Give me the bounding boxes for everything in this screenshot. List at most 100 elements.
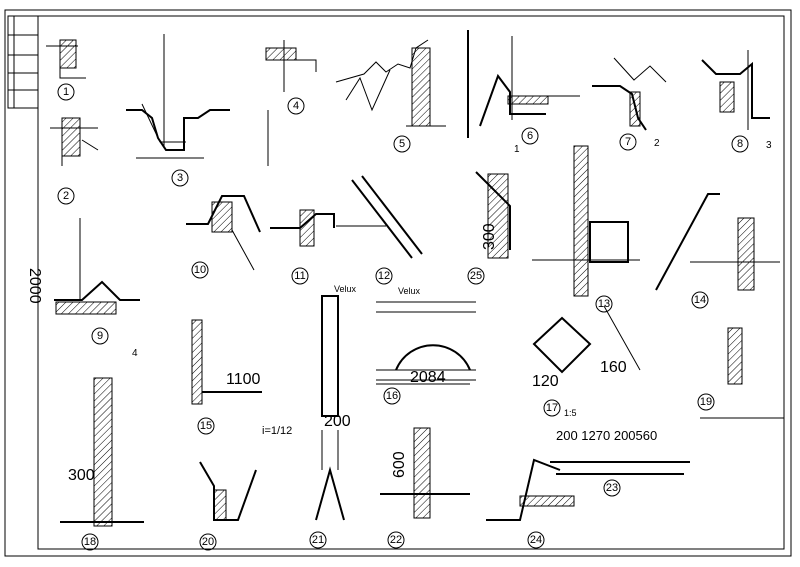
detail-24-marker: 24 — [527, 531, 545, 549]
dimension-600: 600 — [391, 451, 408, 478]
detail-5-marker: 5 — [393, 135, 411, 153]
detail-4-number: 4 — [293, 100, 299, 112]
detail-20-number: 20 — [202, 536, 214, 548]
detail-8-number: 8 — [737, 138, 743, 150]
detail-6-number: 6 — [527, 130, 533, 142]
detail-3-marker: 3 — [171, 169, 189, 187]
annotations: Velux Velux i=1/12 1:5 2084 2000 300 300… — [26, 138, 772, 484]
note-4: 4 — [132, 348, 138, 359]
detail-11-number: 11 — [294, 270, 305, 282]
detail-4-marker: 4 — [287, 97, 305, 115]
detail-10-marker: 10 — [191, 261, 209, 279]
dimension-300-b: 300 — [481, 223, 498, 250]
detail-4-drawing — [265, 40, 317, 166]
detail-22-number: 22 — [390, 534, 402, 546]
inner-frame — [37, 15, 785, 550]
detail-15-marker: 15 — [197, 417, 215, 435]
detail-6-drawing — [467, 30, 580, 138]
detail-13-drawing — [532, 145, 640, 297]
detail-12-number: 12 — [378, 270, 390, 282]
detail-10-drawing — [186, 195, 261, 271]
dimension-160: 160 — [600, 359, 627, 376]
detail-11-drawing — [270, 209, 335, 247]
detail-14-drawing — [655, 193, 780, 291]
detail-1-marker: 1 — [57, 83, 75, 101]
detail-9-number: 9 — [97, 330, 103, 342]
dimension-1100: 1100 — [226, 371, 261, 388]
detail-11-marker: 11 — [291, 267, 309, 285]
detail-19-marker: 19 — [697, 393, 715, 411]
detail-12-drawing — [336, 175, 423, 259]
detail-24-number: 24 — [530, 534, 542, 546]
dimension-120: 120 — [532, 373, 559, 390]
detail-19-drawing — [727, 327, 743, 385]
slope-label: i=1/12 — [262, 425, 292, 437]
detail-25-marker: 25 — [467, 267, 485, 285]
detail-7-drawing — [592, 57, 667, 131]
detail-18-number: 18 — [84, 536, 96, 548]
detail-7-marker: 7 — [619, 133, 637, 151]
detail-18-marker: 18 — [81, 533, 99, 551]
detail-2-drawing — [50, 117, 99, 166]
detail-21-marker: 21 — [309, 531, 327, 549]
note-3: 3 — [766, 140, 772, 151]
dimension-row: 200 1270 200560 — [556, 428, 657, 443]
detail-8-drawing — [701, 50, 770, 130]
title-strip — [7, 15, 39, 109]
detail-1-drawing — [46, 39, 86, 79]
detail-20-drawing — [199, 461, 257, 521]
detail-16-number: 16 — [386, 390, 398, 402]
detail-25-drawing — [475, 171, 511, 259]
dimension-300-a: 300 — [68, 467, 95, 484]
dimension-2084: 2084 — [410, 369, 446, 386]
detail-20-marker: 20 — [199, 533, 217, 551]
detail-2-number: 2 — [63, 190, 69, 202]
detail-25-number: 25 — [470, 270, 482, 282]
detail-21-number: 21 — [312, 534, 324, 546]
detail-markers: 1 2 3 4 5 6 7 8 9 10 11 12 13 14 15 16 1… — [57, 83, 749, 551]
detail-13-number: 13 — [598, 298, 610, 310]
detail-8-marker: 8 — [731, 135, 749, 153]
note-2: 2 — [654, 138, 660, 149]
velux-label-left: Velux — [334, 284, 357, 294]
detail-17-number: 17 — [546, 402, 558, 414]
detail-21-drawing — [315, 430, 345, 521]
detail-5-number: 5 — [399, 138, 405, 150]
detail-9-drawing — [54, 218, 140, 315]
detail-16-drawing — [376, 301, 476, 385]
dimension-2000: 2000 — [26, 268, 43, 304]
detail-3-drawing — [126, 34, 230, 159]
detail-22-drawing — [380, 427, 470, 519]
detail-17-marker: 17 — [543, 399, 561, 417]
detail-22-marker: 22 — [387, 531, 405, 549]
velux-frame — [321, 295, 339, 417]
detail-19-number: 19 — [700, 396, 712, 408]
detail-17-drawing — [532, 305, 641, 374]
detail-2-marker: 2 — [57, 187, 75, 205]
detail-1-number: 1 — [63, 86, 69, 98]
detail-6-marker: 6 — [521, 127, 539, 145]
detail-3-number: 3 — [177, 172, 183, 184]
detail-7-number: 7 — [625, 136, 631, 148]
detail-9-marker: 9 — [91, 327, 109, 345]
detail-23-marker: 23 — [603, 479, 621, 497]
outer-frame — [4, 9, 792, 557]
note-1: 1 — [514, 144, 520, 155]
detail-23-drawing — [550, 417, 784, 475]
velux-label-right: Velux — [398, 286, 421, 296]
detail-10-number: 10 — [194, 264, 206, 276]
detail-15-drawing — [191, 319, 262, 405]
detail-16-marker: 16 — [383, 387, 401, 405]
detail-13-marker: 13 — [595, 295, 613, 313]
detail-23-number: 23 — [606, 482, 618, 494]
detail-14-marker: 14 — [691, 291, 709, 309]
dimension-200: 200 — [324, 413, 351, 430]
detail-12-marker: 12 — [375, 267, 393, 285]
detail-5-drawing — [335, 39, 446, 127]
detail-24-drawing — [486, 458, 575, 521]
detail-18-drawing — [60, 377, 144, 527]
scale-label: 1:5 — [564, 408, 577, 418]
detail-15-number: 15 — [200, 420, 212, 432]
